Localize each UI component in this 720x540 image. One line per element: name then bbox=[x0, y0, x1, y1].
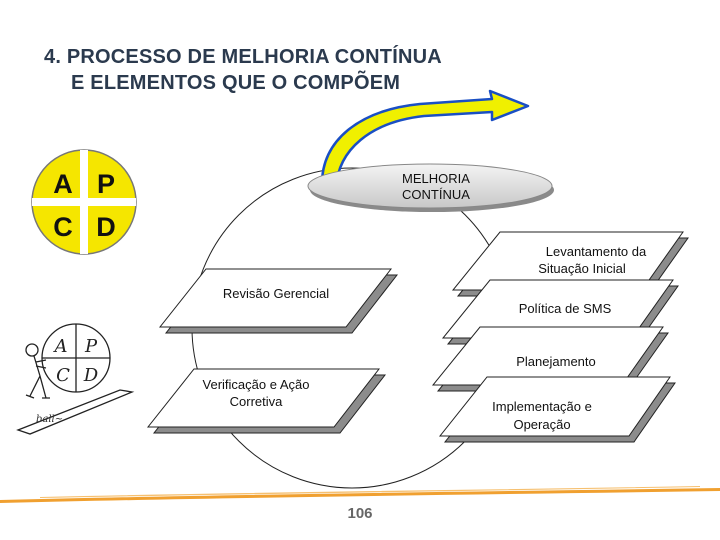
step-verificacao-line-2: Corretiva bbox=[230, 394, 284, 409]
pdca-letter-c: C bbox=[53, 212, 73, 242]
cartoon-letter-c: C bbox=[56, 365, 70, 386]
pdca-circle: A P C D bbox=[31, 149, 137, 255]
pdca-letter-p: P bbox=[97, 169, 115, 199]
step-implementacao-line-2: Operação bbox=[513, 417, 570, 432]
step-verificacao: Verificação e Ação Corretiva bbox=[146, 368, 387, 434]
cartoon-letter-d: D bbox=[83, 365, 99, 386]
cartoon-signature: ball~ bbox=[36, 414, 63, 425]
step-verificacao-line-1: Verificação e Ação bbox=[203, 377, 310, 392]
pdca-letter-d: D bbox=[96, 212, 116, 242]
title-line-2: E ELEMENTOS QUE O COMPÕEM bbox=[71, 72, 401, 94]
page-title: 4. PROCESSO DE MELHORIA CONTÍNUA E ELEME… bbox=[44, 44, 442, 96]
title-line-1: 4. PROCESSO DE MELHORIA CONTÍNUA bbox=[44, 46, 442, 68]
ellipse-label-2: CONTÍNUA bbox=[402, 187, 470, 202]
ellipse-label-1: MELHORIA bbox=[402, 171, 470, 186]
pdca-cartoon: A P C D bbox=[16, 323, 135, 435]
step-implementacao-line-1: Implementação e bbox=[492, 399, 592, 414]
step-politica-label: Política de SMS bbox=[519, 301, 612, 316]
page-number: 106 bbox=[347, 505, 373, 522]
step-planejamento-label: Planejamento bbox=[516, 354, 596, 369]
step-revisao-label: Revisão Gerencial bbox=[223, 286, 329, 301]
cartoon-letter-a: A bbox=[53, 336, 68, 357]
step-revisao: Revisão Gerencial bbox=[158, 268, 399, 334]
cartoon-letter-p: P bbox=[84, 336, 98, 357]
bottom-stripe bbox=[0, 486, 720, 503]
melhoria-continua-ellipse: MELHORIA CONTÍNUA bbox=[307, 163, 554, 212]
pdca-letter-a: A bbox=[53, 169, 73, 199]
step-implementacao: Implementação e Operação bbox=[438, 376, 676, 443]
step-levantamento-line-2: Situação Inicial bbox=[538, 261, 626, 276]
improvement-arrow bbox=[320, 89, 530, 190]
step-levantamento-line-1: Levantamento da bbox=[546, 244, 647, 259]
